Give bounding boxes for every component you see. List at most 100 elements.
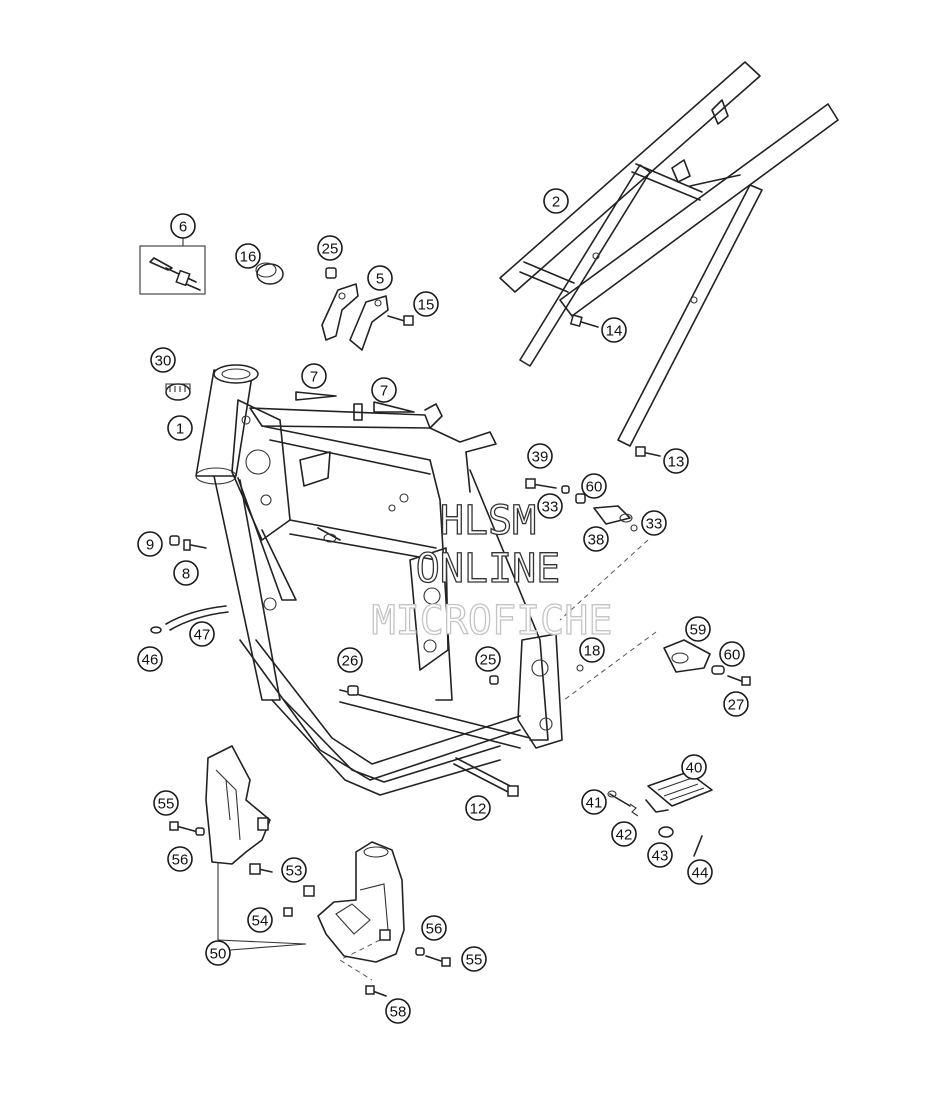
callout-number: 42: [616, 827, 633, 844]
callout-number: 59: [690, 622, 707, 639]
callout-number: 53: [286, 863, 303, 880]
callout-7: 7: [371, 377, 397, 403]
callout-number: 8: [182, 566, 190, 583]
callout-circle: [527, 443, 553, 469]
callout-circle: [543, 188, 569, 214]
hose-47: [150, 605, 229, 634]
callout-circle: [170, 213, 196, 239]
callout-39: 39: [527, 443, 553, 469]
footpeg-bracket-59: [663, 639, 711, 673]
footpeg-small-parts: [607, 790, 703, 857]
bolt-13: [635, 446, 661, 457]
callout-54: 54: [247, 907, 273, 933]
watermark-line3: MICROFICHE: [372, 598, 613, 644]
callout-59: 59: [685, 616, 711, 642]
callout-number: 39: [532, 449, 549, 466]
callout-circle: [281, 857, 307, 883]
bolt-39: [525, 478, 570, 494]
callout-14: 14: [601, 317, 627, 343]
callout-number: 33: [542, 499, 559, 516]
leader-lines: [338, 539, 657, 981]
callout-circle: [537, 493, 563, 519]
callout-circle: [611, 821, 637, 847]
callout-41: 41: [581, 789, 607, 815]
callout-33: 33: [641, 510, 667, 536]
callout-38: 38: [583, 526, 609, 552]
callout-circle: [153, 790, 179, 816]
callout-1: 1: [167, 415, 193, 441]
callout-number: 5: [376, 271, 384, 288]
callout-circle: [385, 998, 411, 1024]
watermark-line2: ONLINE: [416, 546, 561, 592]
callout-circle: [167, 846, 193, 872]
footpeg-40: [645, 771, 713, 813]
callout-number: 25: [322, 241, 339, 258]
callout-number: 13: [668, 454, 685, 471]
watermark: HLSM ONLINE MICROFICHE: [371, 497, 613, 644]
callout-circle: [475, 646, 501, 672]
callout-number: 7: [380, 383, 388, 400]
callout-30: 30: [150, 347, 176, 373]
callout-circle: [681, 754, 707, 780]
callout-number: 18: [584, 643, 601, 660]
callout-number: 15: [418, 297, 435, 314]
callout-43: 43: [647, 842, 673, 868]
bolt-8-9: [169, 535, 207, 551]
callout-58: 58: [385, 998, 411, 1024]
callout-27: 27: [723, 691, 749, 717]
callout-33: 33: [537, 493, 563, 519]
callout-number: 50: [210, 946, 227, 963]
callout-number: 16: [240, 249, 257, 266]
callout-number: 2: [552, 194, 560, 211]
callout-number: 56: [426, 921, 443, 938]
callout-47: 47: [189, 621, 215, 647]
subframe: [499, 61, 839, 447]
callout-46: 46: [137, 646, 163, 672]
callout-number: 7: [310, 369, 318, 386]
callout-2: 2: [543, 188, 569, 214]
callout-number: 26: [342, 653, 359, 670]
callout-8: 8: [173, 560, 199, 586]
bolt-55-56-right: [283, 885, 451, 997]
callout-number: 27: [728, 697, 745, 714]
callout-44: 44: [687, 859, 713, 885]
callout-circle: [189, 621, 215, 647]
callout-circle: [579, 637, 605, 663]
axle-12: [453, 757, 519, 797]
callout-25: 25: [317, 235, 343, 261]
frame-guard-left: [205, 745, 271, 865]
callout-number: 60: [586, 479, 603, 496]
callout-60: 60: [581, 473, 607, 499]
callout-circle: [173, 560, 199, 586]
callout-circle: [581, 473, 607, 499]
callout-56: 56: [421, 915, 447, 941]
callout-number: 46: [142, 652, 159, 669]
bolt-55-56-left: [169, 821, 273, 875]
callout-circle: [150, 347, 176, 373]
callout-number: 44: [692, 865, 709, 882]
callout-25: 25: [475, 646, 501, 672]
callout-circle: [205, 940, 231, 966]
callout-26: 26: [337, 647, 363, 673]
callout-number: 6: [179, 219, 187, 236]
callout-number: 38: [588, 532, 605, 549]
callout-50: 50: [205, 940, 231, 966]
callout-number: 9: [146, 537, 154, 554]
callout-number: 14: [606, 323, 623, 340]
callout-circle: [641, 510, 667, 536]
callout-number: 58: [390, 1004, 407, 1021]
bearing-30: [165, 383, 191, 401]
callout-16: 16: [235, 243, 261, 269]
callout-circle: [465, 795, 491, 821]
nut-25-top: [325, 267, 337, 279]
callout-6: 6: [170, 213, 196, 239]
callout-number: 47: [194, 627, 211, 644]
cap-16: [255, 262, 284, 285]
callout-55: 55: [461, 946, 487, 972]
callout-circle: [685, 616, 711, 642]
callout-circle: [367, 265, 393, 291]
callout-circle: [317, 235, 343, 261]
watermark-line1: HLSM: [440, 498, 536, 544]
callout-circle: [719, 641, 745, 667]
